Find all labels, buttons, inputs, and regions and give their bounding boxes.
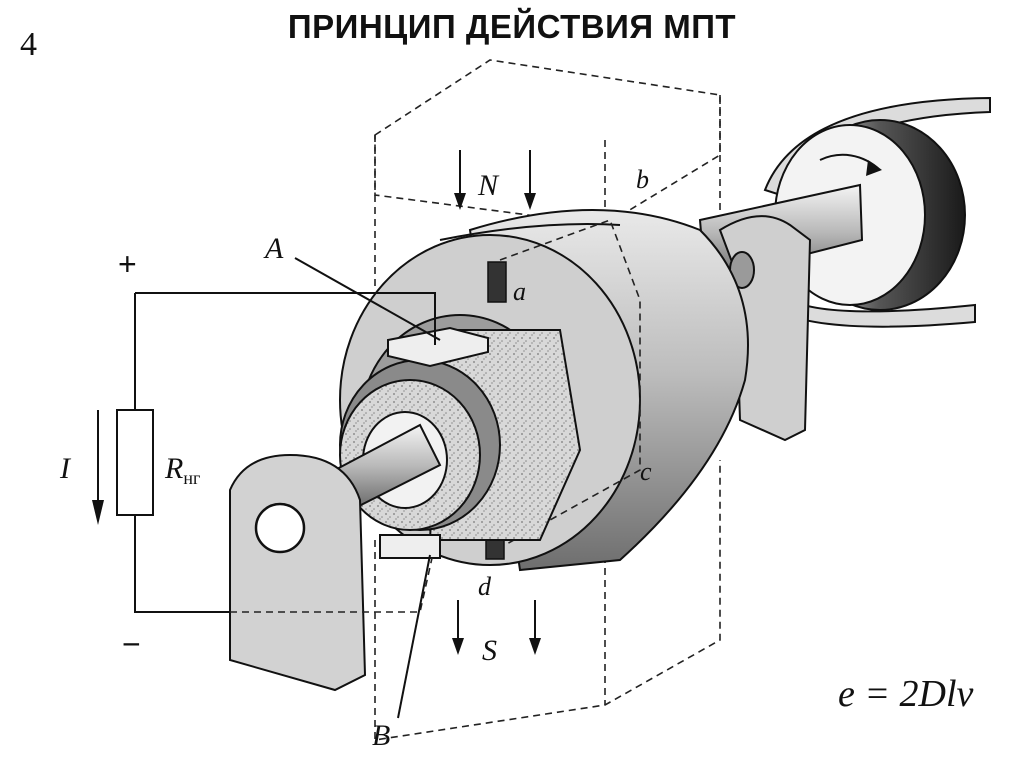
slide-number: 4	[20, 26, 37, 63]
emf-formula: e = 2Dlv	[838, 673, 974, 715]
point-a-label: a	[513, 277, 526, 306]
brush-b	[379, 534, 441, 559]
plus-sign: +	[118, 246, 137, 282]
resistor-label-sub: нг	[183, 468, 200, 488]
resistor-label-main: R	[164, 452, 183, 485]
point-b-label: b	[636, 165, 649, 194]
pole-south-label: S	[482, 634, 497, 667]
point-d-label: d	[478, 572, 492, 601]
external-circuit	[92, 292, 436, 613]
pulley	[763, 96, 991, 328]
current-label: I	[59, 452, 72, 485]
left-bearing-bracket	[229, 453, 367, 692]
brush-b-label: B	[372, 719, 390, 752]
flux-arrows	[452, 150, 541, 655]
brush-a-label: A	[263, 232, 284, 265]
point-c-label: c	[640, 457, 652, 486]
load-resistor	[116, 409, 154, 516]
pole-north-label: N	[477, 169, 500, 202]
resistor-label: Rнг	[164, 452, 200, 488]
brush-a	[387, 326, 489, 368]
slide-title: ПРИНЦИП ДЕЙСТВИЯ МПТ	[287, 8, 737, 45]
minus-sign: −	[122, 626, 141, 662]
